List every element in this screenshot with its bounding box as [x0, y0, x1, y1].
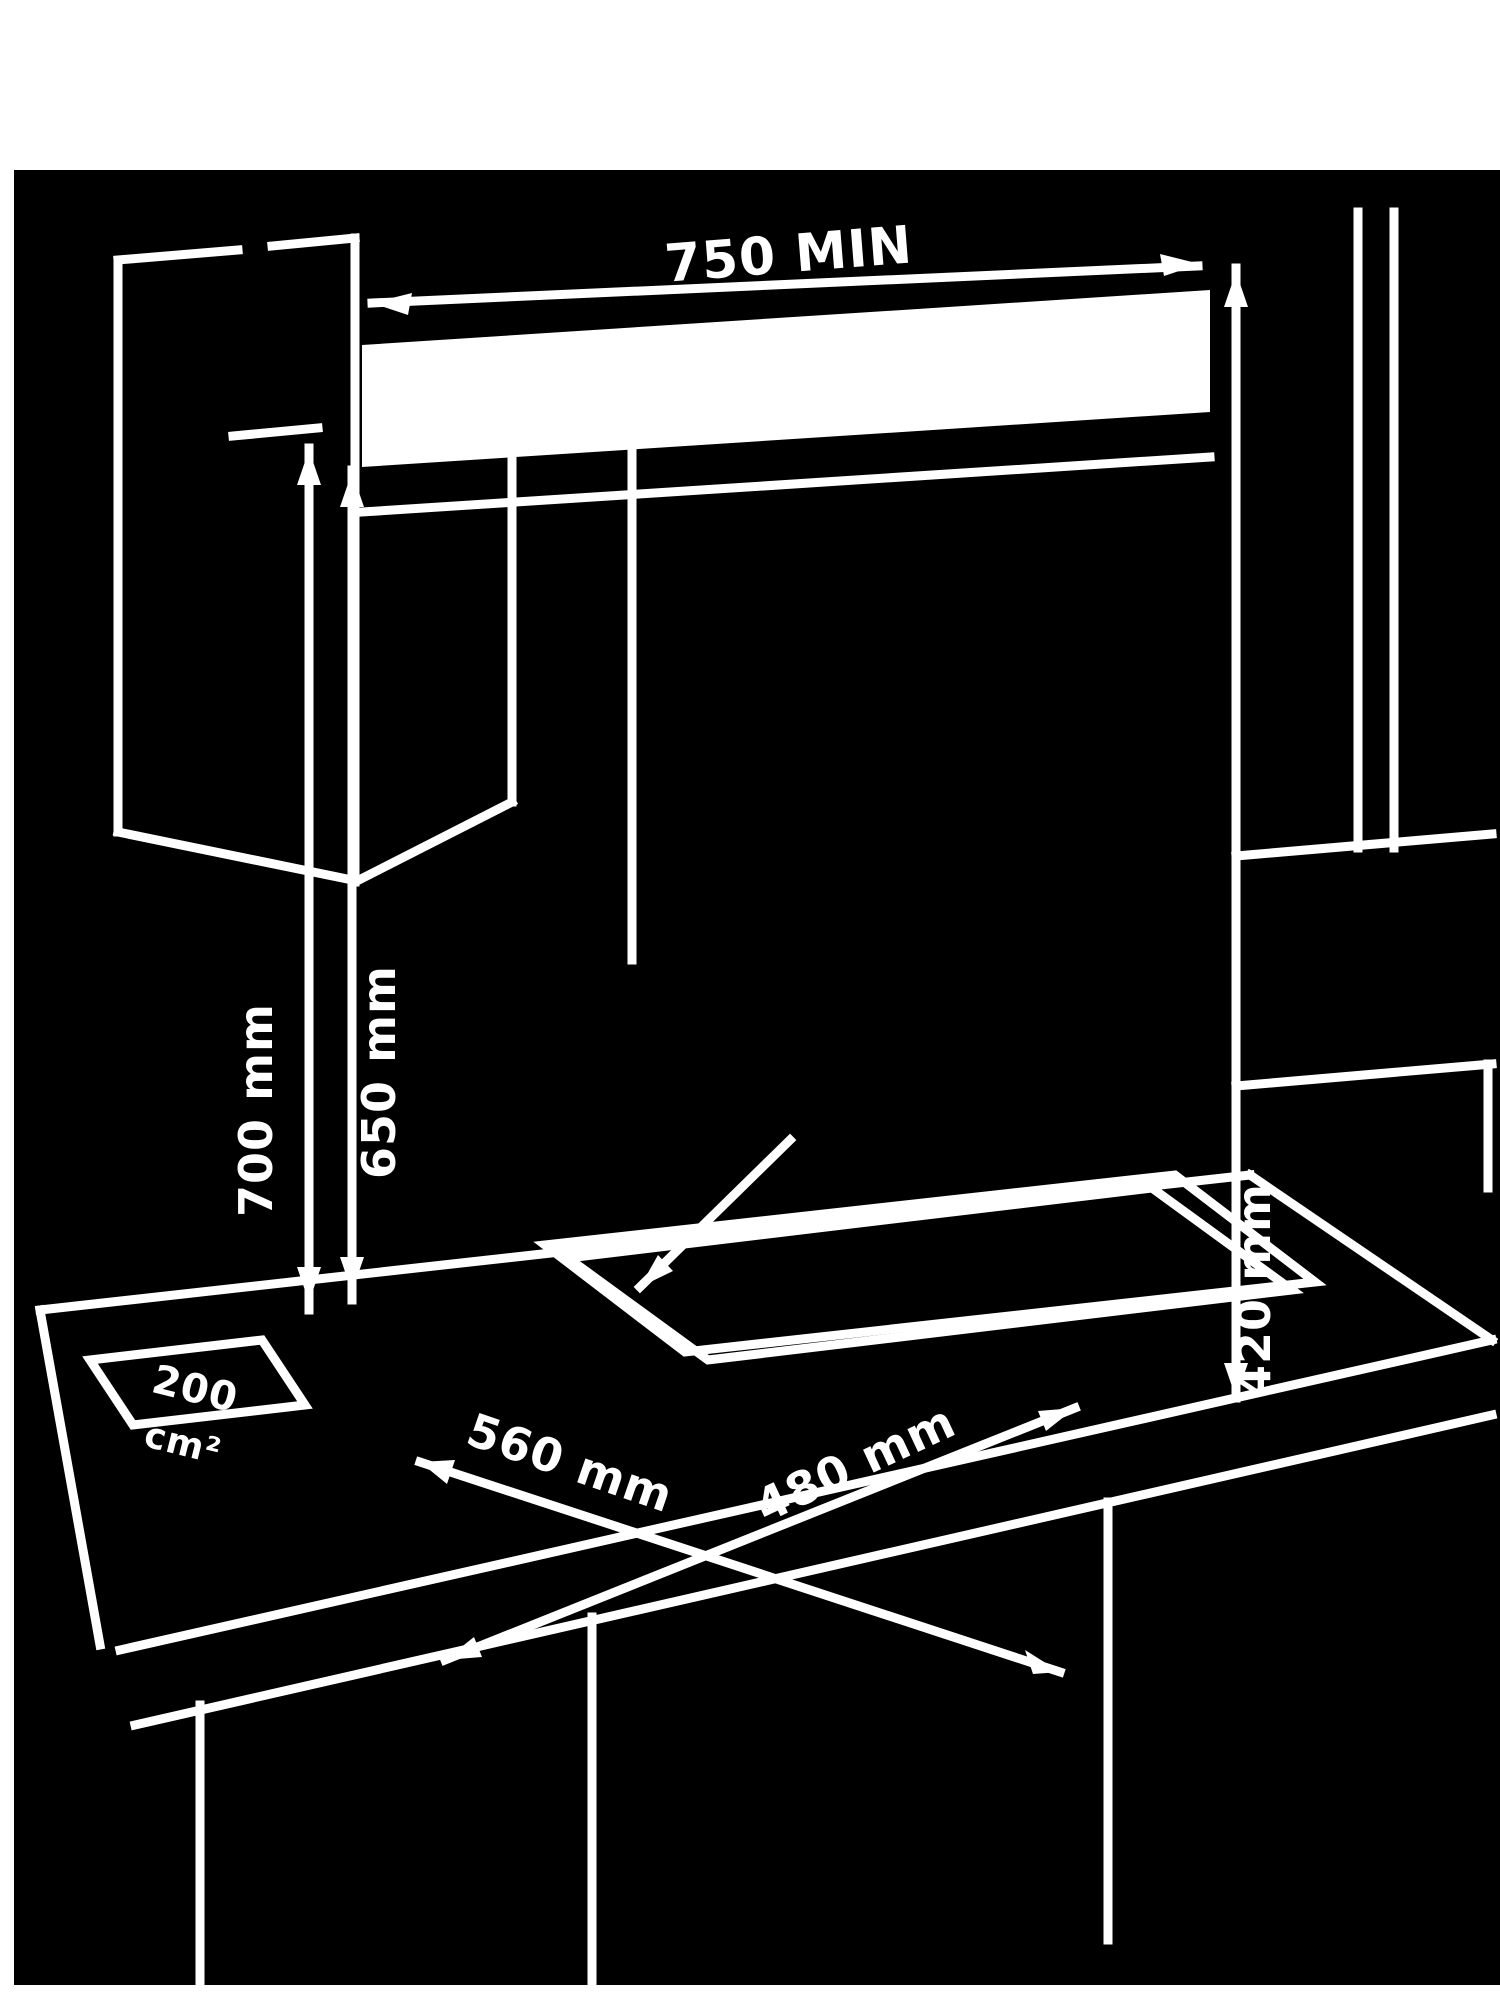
overhead-cabinet-front-band [362, 290, 1210, 467]
arrowhead-left-inner-down-icon [340, 1257, 364, 1292]
arrowhead-left-outer-down-icon [297, 1267, 321, 1302]
arrowhead-right-down-icon [1224, 1363, 1248, 1398]
left-dimension-top-tick [228, 423, 323, 441]
arrowhead-rear-gap-icon [640, 1255, 673, 1287]
arrowhead-right-up-icon [1224, 272, 1248, 307]
vent-opening-box [82, 1335, 313, 1430]
hob-cutout-outer [533, 1170, 1327, 1357]
kitchen-scene [34, 207, 1499, 1990]
worktop-thickness-edge [129, 1409, 1498, 1731]
left-cabinet-top-tick [267, 233, 360, 251]
worktop-right-edge [1243, 1168, 1499, 1347]
right-unit-bottom-edge [1231, 829, 1497, 861]
arrowhead-top-left-icon [372, 293, 412, 315]
cutout-width-dimension-line [414, 1456, 1066, 1678]
left-cabinet-top-edge [113, 245, 243, 265]
dimension-arrowheads [297, 254, 1248, 1674]
right-wall-shelf-edge [1231, 1059, 1497, 1091]
arrowhead-width-right-icon [1025, 1650, 1060, 1674]
dimension-label-left-outer: 700 mm [229, 1003, 283, 1217]
figure-canvas [14, 170, 1500, 1985]
dimension-label-right-clearance: 420 mm [1227, 1183, 1281, 1397]
worktop-front-edge [114, 1334, 1498, 1656]
dimension-label-left-inner: 650 mm [352, 965, 406, 1179]
arrowhead-depth-right-icon [1038, 1408, 1075, 1431]
left-cabinet-underside-edge [348, 795, 519, 889]
arrowhead-left-inner-up-icon [340, 472, 364, 507]
arrowhead-depth-left-icon [445, 1637, 482, 1660]
arrowhead-top-right-icon [1160, 254, 1200, 276]
cutout-depth-dimension-line [439, 1402, 1081, 1666]
hob-cutout-inner [556, 1183, 1304, 1365]
overhead-cabinet-bottom-edge [357, 452, 1215, 517]
arrowhead-width-left-icon [420, 1460, 455, 1484]
worktop-left-edge [34, 1304, 106, 1651]
top-dimension-line [367, 261, 1203, 308]
arrowhead-left-outer-up-icon [297, 450, 321, 485]
